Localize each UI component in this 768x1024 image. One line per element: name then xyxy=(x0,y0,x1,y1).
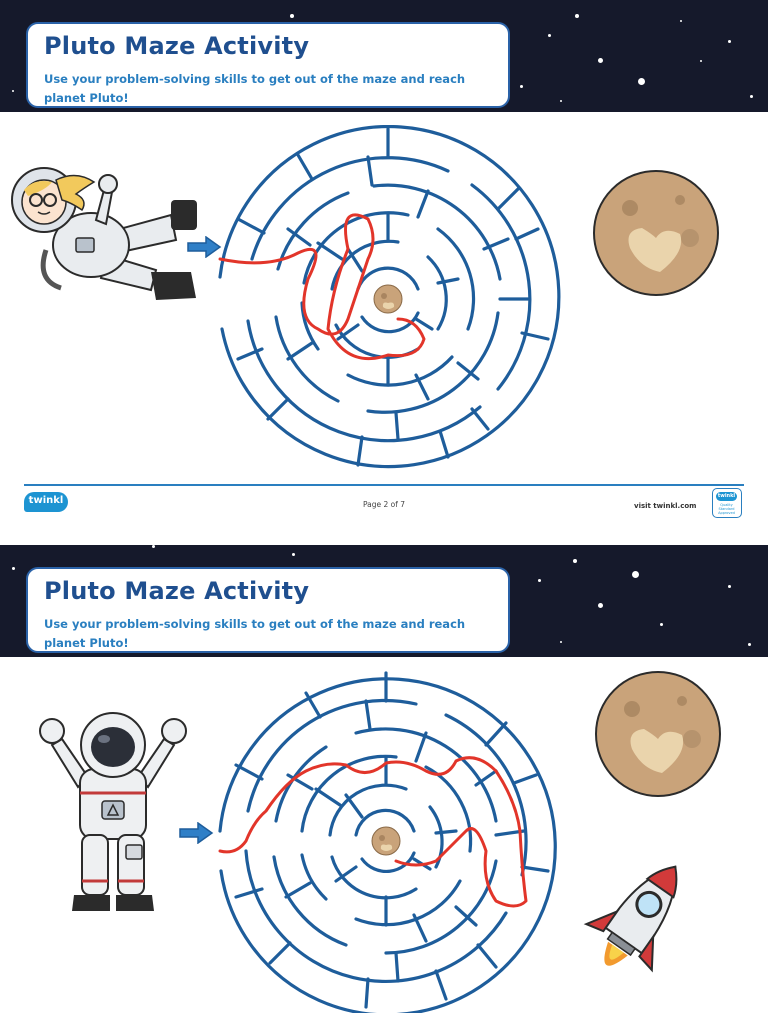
pluto-planet xyxy=(595,671,721,797)
arrow-right-icon xyxy=(187,236,222,258)
star xyxy=(290,14,294,18)
page-subtitle: Use your problem-solving skills to get o… xyxy=(44,72,466,105)
astronaut-female-floating xyxy=(11,167,197,300)
star xyxy=(548,34,551,37)
star xyxy=(152,545,155,548)
badge-logo-text: twinkl xyxy=(717,493,736,499)
circular-maze xyxy=(218,125,561,469)
rocket-icon xyxy=(583,865,678,973)
star xyxy=(560,641,562,643)
star xyxy=(660,623,663,626)
star xyxy=(573,559,577,563)
quality-badge-icon: twinkl Quality Standard Approved xyxy=(712,488,742,518)
maze-center-pluto xyxy=(373,284,403,314)
star xyxy=(700,60,702,62)
page-title: Pluto Maze Activity xyxy=(44,577,310,605)
star xyxy=(560,100,562,102)
star xyxy=(680,20,682,22)
badge-caption: Quality Standard Approved xyxy=(718,503,735,515)
pluto-planet xyxy=(593,170,719,296)
arrow-right-icon xyxy=(179,822,214,844)
star xyxy=(598,603,603,608)
circular-maze xyxy=(218,671,557,1013)
page-number: Page 2 of 7 xyxy=(362,500,406,509)
star xyxy=(12,90,14,92)
star xyxy=(538,579,541,582)
star xyxy=(638,78,645,85)
star xyxy=(728,585,731,588)
solution-path xyxy=(218,756,528,908)
worksheet-page-1: Pluto Maze Activity Use your problem-sol… xyxy=(0,0,768,518)
star xyxy=(575,14,579,18)
footer-divider xyxy=(24,484,744,486)
star xyxy=(632,571,639,578)
solution-path xyxy=(218,213,426,361)
page-subtitle: Use your problem-solving skills to get o… xyxy=(44,617,466,650)
visit-link[interactable]: visit twinkl.com xyxy=(634,502,697,510)
badge-logo: twinkl xyxy=(716,492,737,501)
space-header: Pluto Maze Activity Use your problem-sol… xyxy=(0,0,768,112)
title-card: Pluto Maze Activity Use your problem-sol… xyxy=(26,22,510,108)
title-card: Pluto Maze Activity Use your problem-sol… xyxy=(26,567,510,653)
star xyxy=(12,567,15,570)
page-gap xyxy=(0,530,768,545)
page-title: Pluto Maze Activity xyxy=(44,32,310,60)
star xyxy=(520,85,523,88)
star xyxy=(728,40,731,43)
astronaut-standing xyxy=(39,712,187,911)
star xyxy=(598,58,603,63)
maze-center-pluto xyxy=(371,826,401,856)
star xyxy=(292,553,295,556)
twinkl-logo[interactable]: twinkl xyxy=(24,492,68,512)
twinkl-logo-text: twinkl xyxy=(28,495,64,506)
worksheet-page-2: Pluto Maze Activity Use your problem-sol… xyxy=(0,545,768,1024)
space-header: Pluto Maze Activity Use your problem-sol… xyxy=(0,545,768,657)
star xyxy=(748,643,751,646)
star xyxy=(750,95,753,98)
